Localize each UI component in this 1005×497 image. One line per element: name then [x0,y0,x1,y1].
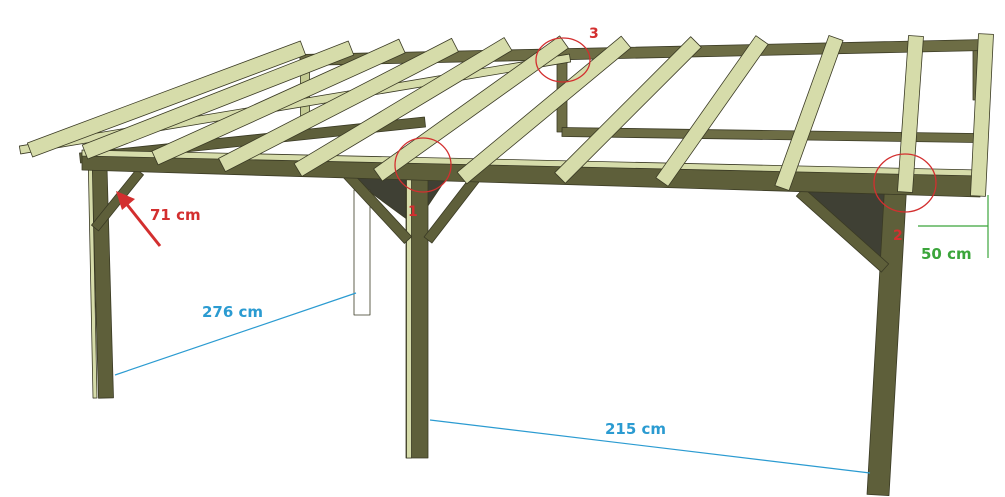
rafter-left-2 [81,40,355,160]
rafter-right-3 [774,35,844,191]
left-span-label: 276 cm [202,303,263,321]
joint-marker-1 [394,137,452,193]
rafter-right-1 [554,36,702,184]
rafter-left-4 [218,37,459,173]
rafter-right-2 [655,35,769,187]
rafter-right-5 [970,33,994,197]
rafter-left-7 [456,35,632,185]
rafter-right-4 [897,35,924,193]
joint-label-3: 3 [589,26,599,42]
joint-label-2: 2 [893,228,903,244]
overhang-label: 50 cm [921,245,972,263]
brace-arrow-head [116,191,135,210]
ghost-post [353,189,371,316]
dim-line-front-span [429,419,871,474]
rafter-left-1 [26,40,307,158]
joint-label-1: 1 [408,204,418,220]
rafter-left-6 [373,35,569,182]
rafter-left-3 [151,38,406,166]
joint-marker-2 [873,153,937,213]
brace-arrow-shaft [123,201,162,247]
pergola-structure [18,33,994,497]
joint-marker-3 [535,37,591,83]
dim-line-left-span [114,292,357,376]
rafter-left-5 [293,37,513,177]
front-span-label: 215 cm [605,420,666,438]
brace-length-label: 71 cm [150,206,201,224]
